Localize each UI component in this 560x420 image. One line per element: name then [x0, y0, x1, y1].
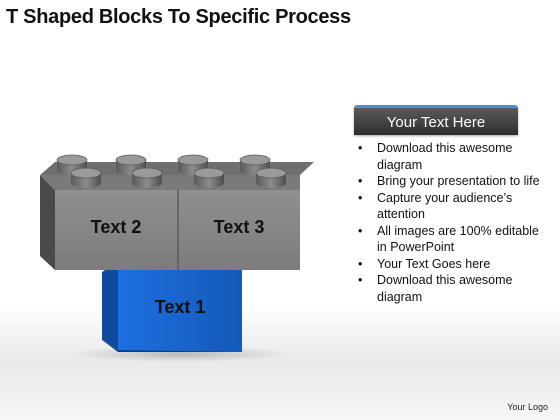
bullet-dot-icon: • — [358, 256, 363, 271]
stud-icon — [193, 167, 225, 188]
bullet-text: Your Text Goes here — [377, 256, 491, 271]
block-text-3[interactable] — [178, 190, 300, 270]
stud-row — [56, 154, 287, 188]
stud-icon — [131, 167, 163, 188]
bullet-text: Capture your audience’s attention — [377, 190, 513, 222]
bullet-dot-icon: • — [358, 223, 363, 238]
block-1-label: Text 1 — [155, 297, 206, 317]
bullet-item: • All images are 100% editable in PowerPo… — [358, 223, 548, 256]
bullet-item: • Bring your presentation to life — [358, 173, 548, 190]
bullet-dot-icon: • — [358, 190, 363, 205]
bullet-text: All images are 100% editable in PowerPoi… — [377, 223, 539, 255]
block-1-side — [102, 262, 118, 350]
panel-header: Your Text Here — [354, 105, 518, 135]
bullet-dot-icon: • — [358, 273, 363, 287]
bullet-text: Download this awesome diagram — [377, 273, 513, 304]
block-1-front — [118, 262, 242, 352]
bullet-text: Download this awesome diagram — [377, 141, 513, 172]
page-title: T Shaped Blocks To Specific Process — [6, 6, 351, 28]
bullet-item: • Capture your audience’s attention — [358, 190, 548, 223]
block-text-2[interactable] — [55, 190, 178, 270]
top-block — [40, 162, 314, 270]
bullet-item: • Download this awesome diagram — [358, 140, 548, 173]
stud-icon — [239, 154, 271, 175]
bullet-item: • Download this awesome diagram — [358, 272, 548, 305]
block-text-1[interactable] — [102, 262, 242, 352]
stud-icon — [255, 167, 287, 188]
stud-icon — [70, 167, 102, 188]
bullet-dot-icon: • — [358, 174, 363, 188]
block-3-label: Text 3 — [214, 217, 265, 237]
bullet-item: • Your Text Goes here — [358, 256, 548, 273]
logo-text: Your Logo — [507, 402, 548, 412]
top-block-side — [40, 175, 55, 270]
bullet-text: Bring your presentation to life — [377, 174, 540, 188]
bullet-dot-icon: • — [358, 141, 363, 155]
bullet-list: • Download this awesome diagram • Bring you… — [358, 140, 548, 305]
block-2-label: Text 2 — [91, 217, 142, 237]
top-block-edge — [40, 175, 300, 190]
